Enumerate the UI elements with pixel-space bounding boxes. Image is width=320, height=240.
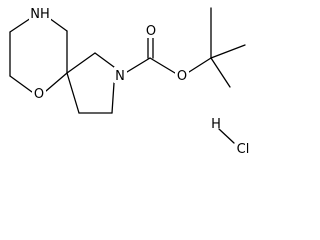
bond-spiro-o xyxy=(45,72,68,92)
bond-carbonyl-ester-o xyxy=(149,57,176,74)
bond-c4-n xyxy=(94,52,115,68)
structure-svg: NH O N O O H Cl xyxy=(9,5,249,157)
bond-h-cl xyxy=(218,128,235,144)
atom-label-nh: NH xyxy=(30,7,50,22)
bond-tbu-methyl-right xyxy=(210,44,246,59)
bond-tbu-methyl-down xyxy=(210,57,231,88)
atom-label-ring-n: N xyxy=(115,69,125,84)
bond-c6-spiro xyxy=(66,72,80,114)
bond-nh-c3 xyxy=(48,17,68,32)
boc-group xyxy=(126,7,246,88)
atom-labels: NH O N O O H Cl xyxy=(29,5,249,157)
bond-o-c2 xyxy=(9,75,33,93)
atom-label-cl: Cl xyxy=(237,142,250,157)
five-membered-ring xyxy=(66,52,115,114)
bond-n-carbonyl-c xyxy=(126,57,151,73)
atom-label-carbonyl-o: O xyxy=(146,24,156,39)
atom-label-ring-o: O xyxy=(34,87,44,102)
atom-label-h: H xyxy=(211,117,221,132)
bond-spiro-c4 xyxy=(66,52,96,74)
chemical-structure: NH O N O O H Cl xyxy=(9,5,249,157)
hcl-salt xyxy=(218,128,235,144)
six-membered-ring xyxy=(9,17,68,93)
atom-label-ester-o: O xyxy=(177,69,187,84)
bond-ester-o-tbu xyxy=(188,57,212,73)
bond-c1-nh xyxy=(9,17,32,33)
bond-n-c5 xyxy=(111,82,115,114)
